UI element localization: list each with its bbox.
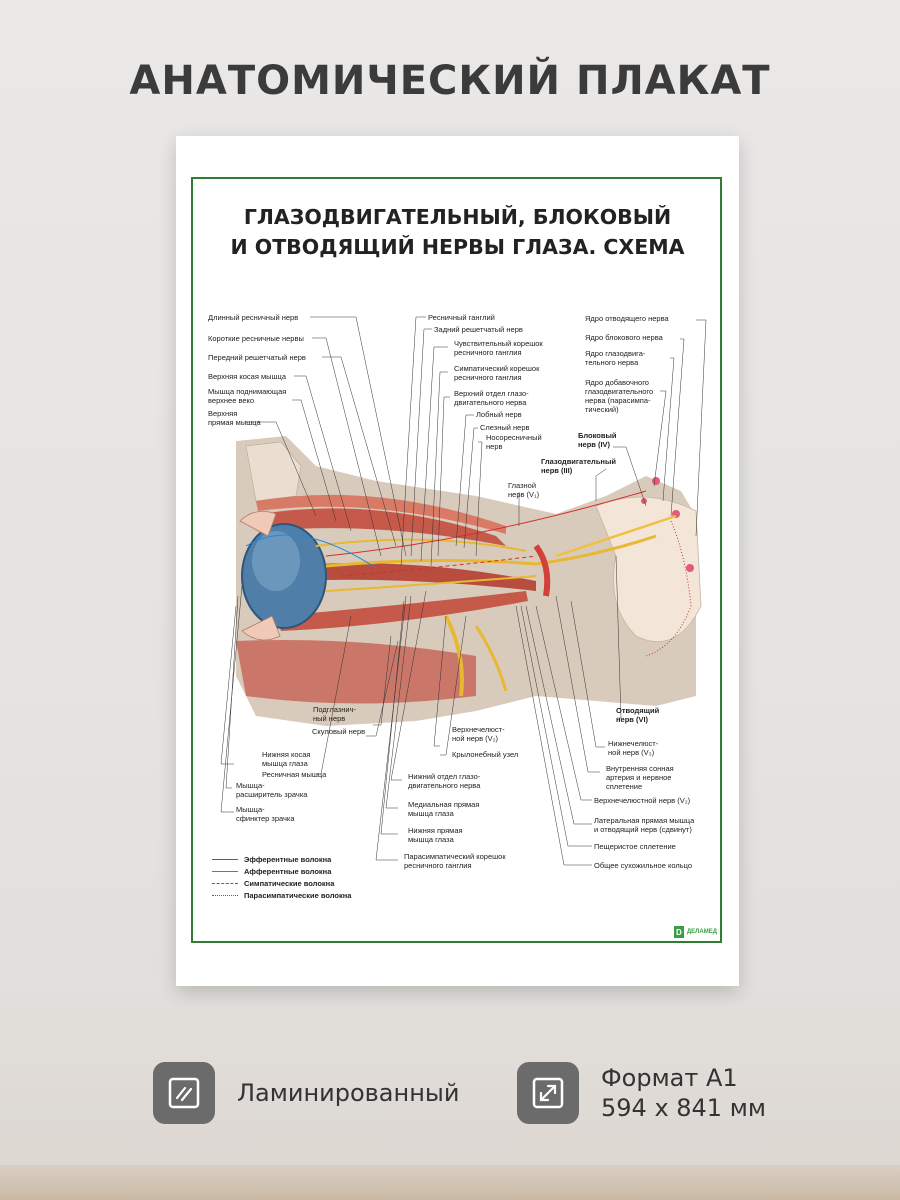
format-line1: Формат А1 [601,1064,738,1092]
label-ophthalmic-nerve: Глазной нерв (V₁) [508,481,540,499]
label-frontal-nerve: Лобный нерв [476,410,522,419]
label-oculomotor-nerve: Глазодвигательный нерв (III) [541,457,616,475]
feature-laminated: Ламинированный [153,1062,459,1124]
poster: ГЛАЗОДВИГАТЕЛЬНЫЙ, БЛОКОВЫЙ И ОТВОДЯЩИЙ … [176,136,739,986]
label-sympathetic-root: Симпатический корешок ресничного ганглия [454,364,540,382]
poster-title-line2: И ОТВОДЯЩИЙ НЕРВЫ ГЛАЗА. СХЕМА [230,235,685,259]
format-line2: 594 x 841 мм [601,1094,766,1122]
nerve-right [555,514,677,558]
legend-item-sympathetic: Симпатические волокна [212,877,351,889]
nucleus-3 [686,564,694,572]
nucleus-1 [652,477,660,485]
label-short-ciliary-nerves: Короткие ресничные нервы [208,334,304,343]
label-pupil-dilator: Мышца- расширитель зрачка [236,781,308,799]
label-superior-rectus-muscle: Верхняя прямая мышца [208,409,261,427]
label-medial-rectus-muscle: Медиальная прямая мышца глаза [408,800,480,818]
label-maxillary-nerve-right: Верхнечелюстной нерв (V₂) [594,796,691,805]
legend-line-dashed-red [212,882,238,884]
leader-lines [220,316,707,866]
label-common-tendinous-ring: Общее сухожильное кольцо [594,861,692,870]
feature-format: Формат А1 594 x 841 мм [517,1062,766,1124]
nerve-branch [444,615,464,697]
parasympathetic-fiber [645,520,692,657]
label-abducens-nucleus: Ядро отводящего нерва [585,314,669,323]
eyelid-lower [241,615,281,641]
label-lateral-rectus: Латеральная прямая мышца и отводящий нер… [594,816,695,834]
label-maxillary-nerve-center: Верхнечелюст- ной нерв (V₂) [452,725,505,743]
legend-line-solid-red [212,858,238,860]
nerve-upper [315,538,527,552]
label-abducens-nerve: Отводящий нерв (VI) [616,706,660,724]
label-lacrimal-nerve: Слезный нерв [480,423,530,432]
muscle-inferior [276,591,528,631]
label-infraorbital-nerve: Подглазнич- ный нерв [313,705,356,723]
legend-line-solid-blue [212,870,238,872]
muscle-superior [261,508,506,546]
poster-title: ГЛАЗОДВИГАТЕЛЬНЫЙ, БЛОКОВЫЙ И ОТВОДЯЩИЙ … [176,202,739,262]
label-anterior-ethmoidal-nerve: Передний решетчатый нерв [208,353,306,362]
legend-label: Эфферентные волокна [244,854,332,864]
eyeball-highlight [252,531,300,591]
brand-mark-icon: D [673,926,684,938]
floor [0,1165,900,1200]
label-ciliary-ganglion: Ресничный ганглий [428,313,495,322]
label-pterygopalatine-ganglion: Крылонебный узел [452,750,519,759]
afferent-fiber [245,534,377,569]
label-trochlear-nucleus: Ядро блокового нерва [585,333,663,342]
nerve-branch-2 [474,625,508,692]
skull-bone-texture [245,441,302,502]
label-internal-carotid: Внутренняя сонная артерия и нервное спле… [606,764,674,791]
legend-label: Афферентные волокна [244,866,332,876]
label-levator-muscle: Мышца поднимающая верхнее веко [208,387,287,405]
muscle-lower-block [236,640,476,704]
sympathetic-fiber [340,555,537,577]
legend-label: Парасимпатические волокна [244,890,352,900]
label-sensory-root: Чувствительный корешок ресничного гангли… [454,339,543,357]
legend-item-efferent: Эфферентные волокна [212,853,351,865]
label-inferior-rectus-muscle: Нижняя прямая мышца глаза [408,826,463,844]
label-inferior-oblique-muscle: Нижняя косая мышца глаза [262,750,311,768]
muscle-levator [256,494,506,534]
page-title: АНАТОМИЧЕСКИЙ ПЛАКАТ [129,58,771,104]
legend-label: Симпатические волокна [244,878,335,888]
label-posterior-ethmoidal-nerve: Задний решетчатый нерв [434,325,523,334]
feature-format-text: Формат А1 594 x 841 мм [601,1063,766,1123]
brand-name: ДЕЛАМЕД [686,929,717,935]
label-pupil-sphincter: Мышца- сфинктер зрачка [236,805,295,823]
label-nasociliary-nerve: Носоресничный нерв [486,433,542,451]
legend-line-dotted-red [212,894,238,896]
label-oculomotor-lower-division: Нижний отдел глазо- двигательного нерва [408,772,481,790]
label-long-ciliary-nerve: Длинный ресничный нерв [208,313,299,322]
legend-item-parasympathetic: Парасимпатические волокна [212,889,351,901]
resize-arrows-icon [517,1062,579,1124]
nerve-lower [325,575,537,592]
label-oculomotor-nucleus: Ядро глазодвига- тельного нерва [585,349,646,367]
poster-title-line1: ГЛАЗОДВИГАТЕЛЬНЫЙ, БЛОКОВЫЙ [243,205,672,229]
label-accessory-oculomotor-nucleus: Ядро добавочного глазодвигательного нерв… [585,378,654,414]
muscle-lateral [286,563,536,591]
label-trochlear-nerve: Блоковый нерв (IV) [578,431,617,449]
eyelid-upper [239,510,277,537]
label-superior-oblique-muscle: Верхняя косая мышца [208,372,286,381]
nerve-main [325,534,657,568]
label-cavernous-plexus: Пещеристое сплетение [594,842,676,851]
nucleus-4 [641,498,647,504]
label-ciliary-muscle: Ресничная мышца [262,770,327,779]
label-zygomatic-nerve: Скуловый нерв [312,727,366,736]
legend: Эфферентные волокна Афферентные волокна … [212,853,351,901]
label-mandibular-nerve: Нижнечелюст- ной нерв (V₃) [608,739,659,757]
artery [533,544,551,597]
feature-laminated-text: Ламинированный [237,1079,460,1107]
label-oculomotor-upper-division: Верхний отдел глазо- двигательного нерва [454,389,529,407]
anatomy-illustration [220,316,707,866]
laminated-icon [153,1062,215,1124]
label-parasympathetic-root: Парасимпатический корешок ресничного ган… [404,852,506,870]
legend-item-afferent: Афферентные волокна [212,865,351,877]
brand-logo: D ДЕЛАМЕД [673,926,717,938]
efferent-fiber [325,490,647,557]
poster-frame [191,177,722,943]
